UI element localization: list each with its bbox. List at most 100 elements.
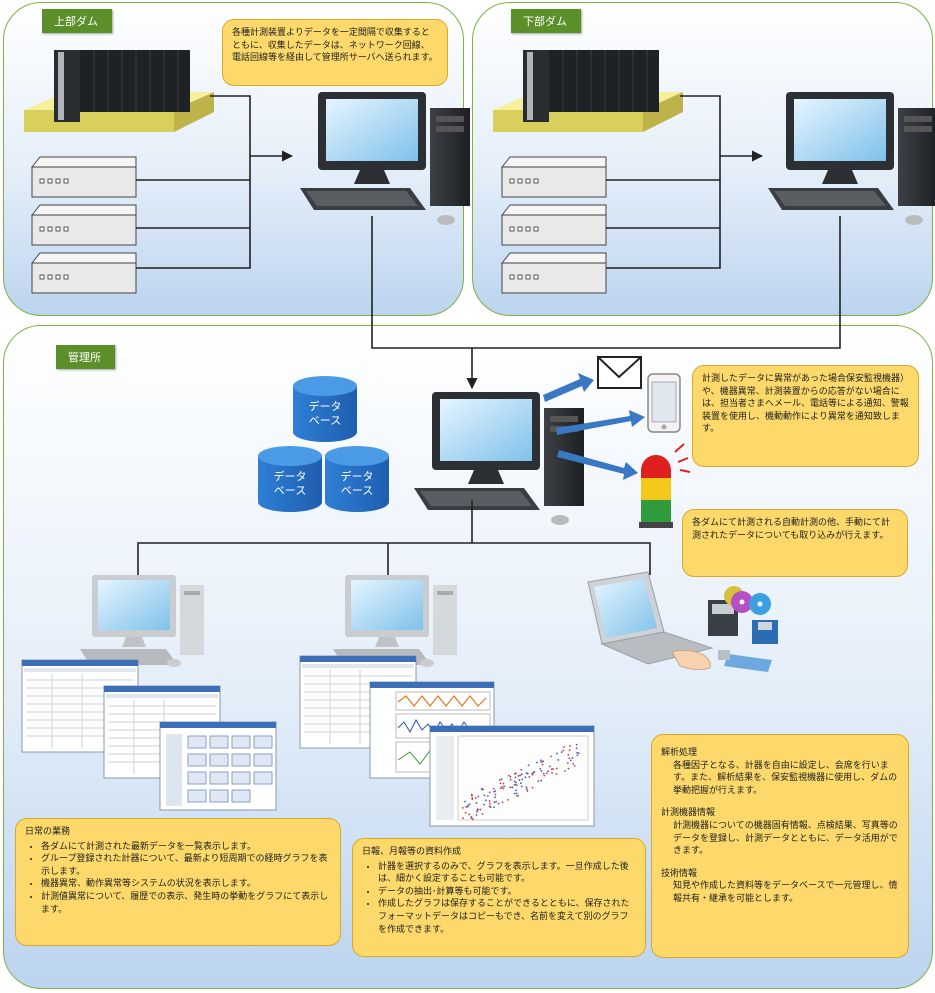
scatter-dot xyxy=(555,773,558,775)
scatter-dot xyxy=(498,779,501,781)
scatter-dot xyxy=(483,803,485,806)
report-creation-title: 日報、月報等の資料作成 xyxy=(362,847,462,857)
client-pc-icon xyxy=(80,575,204,667)
scatter-dot xyxy=(501,801,504,804)
report-item: 作成したグラフは保存することができるとともに、保存されたフォーマットデータはコピ… xyxy=(378,898,636,936)
scatter-dot xyxy=(568,749,571,752)
analysis-section-title: 計測機器情報 xyxy=(661,808,716,819)
measuring-device-icon xyxy=(31,252,137,294)
scatter-dot xyxy=(540,761,542,764)
scatter-dot xyxy=(569,745,571,747)
measuring-device-icon xyxy=(501,204,607,246)
scatter-dot xyxy=(575,743,578,746)
scatter-dot xyxy=(486,794,489,797)
scatter-dot xyxy=(567,753,570,756)
scatter-dot xyxy=(575,747,578,750)
analysis-section-body: 計測機器についての機器固有情報、点検結果、写真等のデータを登録し、計測データとと… xyxy=(673,820,898,857)
scatter-dot xyxy=(542,760,545,763)
scatter-dot xyxy=(471,818,474,821)
scatter-dot xyxy=(562,749,565,752)
database-label: ベース xyxy=(274,484,306,497)
office-tag: 管理所 xyxy=(56,345,115,369)
daily-tasks-note: 日常の業務 各ダムにて計測された最新データを一覧表示します。 グループ登録された… xyxy=(15,818,341,946)
scatter-dot xyxy=(572,763,575,765)
scatter-dot xyxy=(555,767,558,770)
scatter-dot xyxy=(492,787,495,790)
scatter-dot xyxy=(567,767,570,770)
scatter-dot xyxy=(509,775,512,778)
scatter-dot xyxy=(495,800,498,803)
analysis-section: 計測機器情報 計測機器についての機器固有情報、点検結果、写真等のデータを登録し、… xyxy=(661,807,899,857)
scatter-dot xyxy=(513,772,516,775)
scatter-dot xyxy=(502,782,505,785)
scatter-dot xyxy=(462,817,464,820)
scatter-dot xyxy=(515,784,518,787)
database-label: データ xyxy=(274,469,307,483)
scatter-dot xyxy=(543,774,546,777)
scatter-dot xyxy=(515,789,518,792)
scatter-dot xyxy=(475,802,478,804)
scatter-dot xyxy=(471,794,473,797)
database-label: データ xyxy=(309,399,342,413)
measuring-device-icon xyxy=(31,156,137,198)
storage-media-icon xyxy=(708,586,778,672)
scatter-dot xyxy=(499,787,502,790)
notify-arrow-icon xyxy=(543,373,594,402)
scatter-dot xyxy=(540,779,543,782)
scatter-dot xyxy=(571,757,574,759)
data-collection-note: 各種計測装置よりデータを一定間隔で収集するとともに、収集したデータは、ネットワー… xyxy=(222,19,448,86)
scatter-dot xyxy=(489,802,491,805)
scatter-dot xyxy=(551,771,553,774)
mail-icon xyxy=(597,356,642,389)
scatter-dot xyxy=(503,785,506,788)
laptop-icon xyxy=(587,571,714,670)
scatter-dot xyxy=(481,813,484,815)
scatter-dot xyxy=(502,787,505,790)
scatter-dot xyxy=(515,792,518,795)
daily-task-item: 計測値異常について、履歴での表示、発生時の挙動をグラフにて表示します。 xyxy=(41,891,331,916)
lower-dam-tag: 下部ダム xyxy=(511,9,581,33)
scatter-dot xyxy=(533,771,535,774)
scatter-dot xyxy=(514,776,517,779)
scatter-dot xyxy=(461,807,464,809)
scatter-dot xyxy=(525,788,528,790)
scatter-dot xyxy=(520,773,523,776)
scatter-dot xyxy=(566,762,569,764)
collection-pc-icon xyxy=(300,92,470,225)
scatter-dot xyxy=(555,752,558,755)
scatter-dot xyxy=(494,793,497,796)
database-label: データ xyxy=(341,469,374,483)
analysis-section: 技術情報 知見や作成した資料等をデータベースで一元管理し、情報共有・継承を可能と… xyxy=(661,868,899,906)
database-label: ベース xyxy=(309,414,341,427)
scatter-dot xyxy=(548,765,551,768)
scatter-dot xyxy=(497,802,500,805)
scatter-dot xyxy=(494,796,497,798)
scatter-dot xyxy=(525,786,528,789)
warning-light-icon xyxy=(639,443,691,528)
report-creation-note: 日報、月報等の資料作成 計器を選択するのみで、グラフを表示します。一旦作成した後… xyxy=(352,838,646,957)
scatter-dot xyxy=(560,751,563,754)
scatter-dot xyxy=(476,810,478,813)
report-item: 計器を選択するのみで、グラフを表示します。一旦作成した後は、細かく設定することも… xyxy=(378,861,636,886)
scatter-dot xyxy=(576,754,579,757)
analysis-note: 解析処理 各種因子となる、計器を自由に設定し、会席を行います。また、解析結果を、… xyxy=(651,734,909,958)
scatter-dot xyxy=(513,783,516,786)
scatter-dot xyxy=(470,816,473,819)
scatter-dot xyxy=(506,798,509,801)
scatter-dot xyxy=(485,799,487,802)
scatter-dot xyxy=(527,764,530,767)
scatter-dot xyxy=(563,746,566,748)
scatter-dot xyxy=(467,804,470,807)
scatter-dot xyxy=(488,805,491,808)
scatter-dot xyxy=(557,759,560,761)
notify-arrow-icon xyxy=(557,450,638,480)
scatter-dot xyxy=(569,759,572,762)
scatter-dot xyxy=(550,768,553,771)
scatter-dot xyxy=(500,778,503,781)
analysis-section-title: 解析処理 xyxy=(661,748,698,758)
scatter-dot xyxy=(494,790,497,792)
scatter-dot xyxy=(511,786,514,789)
analysis-section-title: 技術情報 xyxy=(661,868,698,879)
scatter-dot xyxy=(568,757,571,760)
